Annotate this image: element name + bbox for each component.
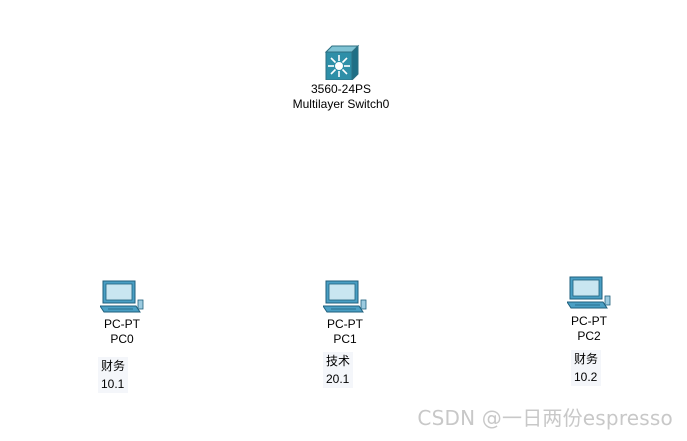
pc2-note-ip: 10.2 bbox=[574, 370, 598, 384]
pc1-device[interactable] bbox=[322, 280, 367, 314]
pc1-label: PC-PT PC1 bbox=[285, 317, 405, 347]
pc0-note-dept: 财务 bbox=[101, 359, 126, 373]
pc1-note-ip: 20.1 bbox=[326, 372, 350, 386]
pc0-model: PC-PT bbox=[104, 317, 140, 331]
pc1-model: PC-PT bbox=[327, 317, 363, 331]
pc-icon bbox=[322, 280, 367, 313]
pc0-label: PC-PT PC0 bbox=[62, 317, 182, 347]
multilayer-switch-icon bbox=[324, 44, 360, 82]
watermark: CSDN @一日两份espresso bbox=[417, 406, 673, 430]
pc-icon bbox=[566, 276, 611, 309]
switch-model: 3560-24PS bbox=[310, 82, 372, 96]
switch-name: Multilayer Switch0 bbox=[292, 97, 390, 111]
pc-icon bbox=[99, 280, 144, 313]
pc1-note-dept: 技术 bbox=[326, 354, 351, 368]
pc0-note[interactable]: 财务 10.1 bbox=[98, 357, 129, 393]
pc2-model: PC-PT bbox=[571, 314, 607, 328]
pc0-name: PC0 bbox=[110, 332, 134, 346]
pc1-note[interactable]: 技术 20.1 bbox=[323, 352, 354, 388]
pc2-name: PC2 bbox=[577, 329, 601, 343]
pc2-note-dept: 财务 bbox=[574, 352, 599, 366]
multilayer-switch[interactable] bbox=[322, 44, 360, 82]
pc2-label: PC-PT PC2 bbox=[529, 314, 649, 344]
pc1-name: PC1 bbox=[333, 332, 357, 346]
pc0-note-ip: 10.1 bbox=[101, 377, 125, 391]
pc2-note[interactable]: 财务 10.2 bbox=[571, 350, 602, 386]
pc0-device[interactable] bbox=[99, 280, 144, 314]
switch-label: 3560-24PS Multilayer Switch0 bbox=[281, 82, 401, 112]
pc2-device[interactable] bbox=[566, 276, 611, 310]
